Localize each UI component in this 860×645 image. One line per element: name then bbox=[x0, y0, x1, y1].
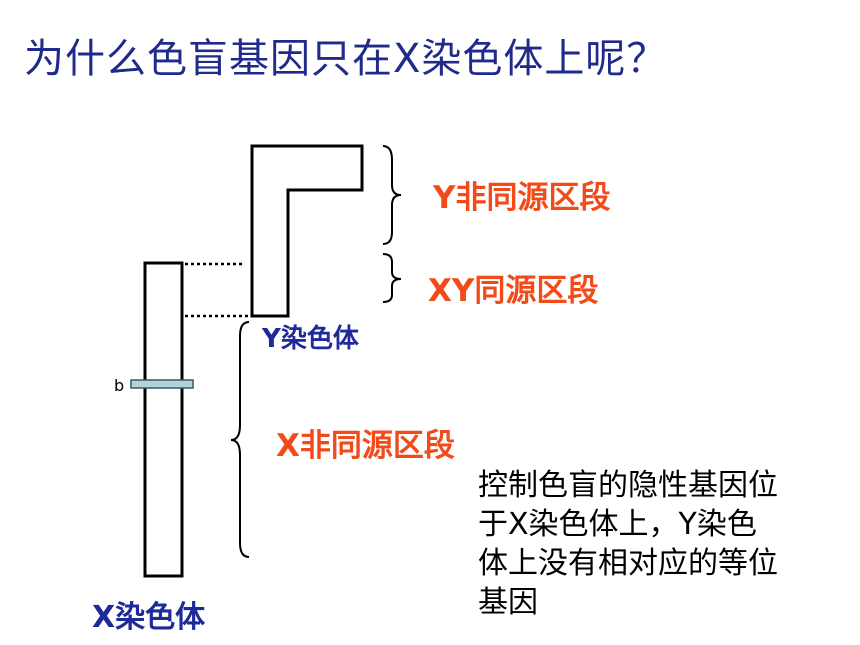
gene-b-band bbox=[130, 379, 194, 389]
note-line-4: 基因 bbox=[478, 585, 538, 620]
label-x-nonhomologous: X非同源区段 bbox=[276, 428, 455, 464]
page-title: 为什么色盲基因只在X染色体上呢？ bbox=[24, 36, 668, 82]
y-chromosome-shape bbox=[250, 144, 364, 318]
label-y-nonhomologous: Y非同源区段 bbox=[433, 180, 611, 216]
x-chromosome-shape bbox=[143, 261, 184, 578]
brace-y-nonhomologous bbox=[382, 145, 402, 245]
label-x-chromosome: X染色体 bbox=[92, 600, 206, 635]
note-line-3: 体上没有相对应的等位 bbox=[478, 546, 778, 581]
label-xy-homologous: XY同源区段 bbox=[428, 273, 599, 309]
note-line-1: 控制色盲的隐性基因位 bbox=[478, 468, 778, 503]
label-gene-b: b bbox=[114, 376, 125, 395]
note-line-2: 于X染色体上，Y染色 bbox=[478, 507, 757, 542]
label-y-chromosome: Y染色体 bbox=[262, 324, 359, 354]
explanation-note: 控制色盲的隐性基因位 于X染色体上，Y染色 体上没有相对应的等位 基因 bbox=[478, 466, 858, 622]
brace-x-nonhomologous bbox=[230, 321, 250, 558]
brace-xy-homologous bbox=[382, 253, 402, 303]
